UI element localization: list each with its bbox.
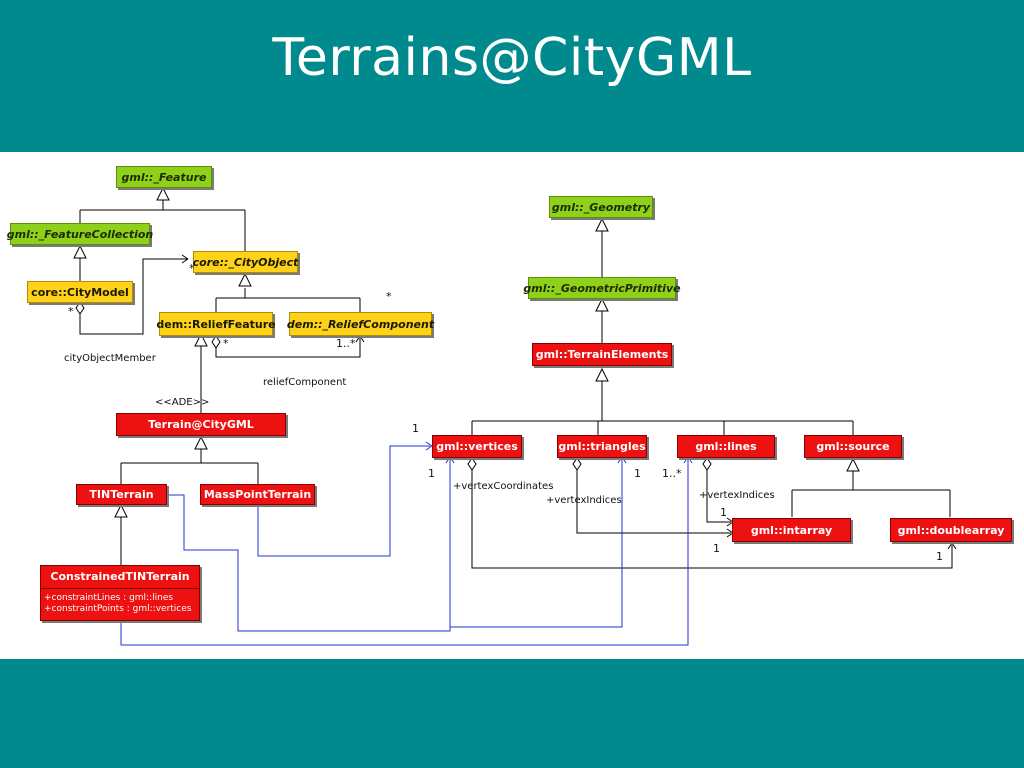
label-relief-component: reliefComponent: [263, 377, 347, 388]
attribute-constraint-lines: +constraintLines : gml::lines: [44, 593, 174, 603]
connector-layer: [73, 186, 957, 646]
label-vertex-indices-lines: +vertexIndices: [699, 490, 775, 501]
generalization-tin: [114, 503, 128, 566]
mult-relief-component-target: 1..*: [336, 337, 356, 350]
relief-component-association: [211, 335, 365, 358]
generalization-feature: [79, 186, 246, 251]
class-dem-relief-feature[interactable]: dem::ReliefFeature: [156, 312, 276, 336]
mult-intarray-top: 1: [720, 506, 727, 519]
mult-relief-feature-source: *: [223, 337, 229, 350]
class-core-city-object[interactable]: core::_CityObject: [193, 251, 298, 273]
class-dem-relief-component[interactable]: dem::_ReliefComponent: [287, 312, 434, 336]
generalization-cityobject: [215, 272, 361, 312]
attribute-constraint-points: +constraintPoints : gml::vertices: [44, 604, 192, 614]
mult-city-model-member-source: *: [68, 305, 74, 318]
footer-bar: [0, 659, 1024, 768]
triangle-indices-association: [572, 457, 734, 538]
mult-vertices-left-bottom: 1: [428, 467, 435, 480]
class-gml-geometric-primitive[interactable]: gml::_GeometricPrimitive: [523, 277, 681, 299]
class-gml-feature-collection[interactable]: gml::_FeatureCollection: [7, 223, 153, 245]
class-mass-point-terrain[interactable]: MassPointTerrain: [200, 484, 315, 505]
tin-triangles-link: [450, 459, 623, 628]
generalization-geometry: [471, 217, 854, 435]
mult-intarray-bottom: 1: [713, 542, 720, 555]
generalization-citymodel: [73, 244, 87, 281]
line-indices-association: [702, 457, 734, 527]
mult-doublearray-bottom: 1: [936, 550, 943, 563]
mult-triangles-right: 1: [634, 467, 641, 480]
vertex-coordinates-association: [467, 457, 957, 569]
tin-link: [167, 459, 451, 632]
generalization-source: [791, 457, 951, 517]
slide-title: Terrains@CityGML: [272, 28, 752, 88]
generalization-relief-feature: [194, 332, 208, 413]
class-gml-doublearray[interactable]: gml::doublearray: [890, 518, 1012, 542]
label-ade-stereotype: <<ADE>>: [155, 397, 210, 408]
label-vertex-indices-triangles: +vertexIndices: [546, 495, 622, 506]
mult-city-object-member-target: *: [189, 262, 195, 275]
mult-vertices-left-top: 1: [412, 422, 419, 435]
uml-diagram: gml::_Feature gml::_FeatureCollection gm…: [0, 152, 1024, 659]
blue-links: [120, 441, 693, 646]
class-core-city-model[interactable]: core::CityModel: [27, 281, 133, 303]
label-vertex-coordinates: +vertexCoordinates: [453, 481, 554, 492]
class-gml-feature[interactable]: gml::_Feature: [116, 166, 212, 188]
class-gml-vertices[interactable]: gml::vertices: [432, 435, 522, 458]
class-constrained-tin-terrain[interactable]: ConstrainedTINTerrain +constraintLines :…: [40, 565, 200, 621]
title-bar: [0, 0, 1024, 152]
class-gml-intarray[interactable]: gml::intarray: [732, 518, 851, 542]
class-gml-source[interactable]: gml::source: [804, 435, 902, 458]
masspoint-vertices-link: [257, 445, 430, 557]
city-object-member-association: [75, 254, 189, 335]
class-gml-triangles[interactable]: gml::triangles: [557, 435, 647, 458]
mult-lines-left: 1..*: [662, 467, 682, 480]
ctin-lines-link: [120, 459, 689, 646]
generalization-terrain: [120, 435, 259, 484]
class-gml-lines[interactable]: gml::lines: [677, 435, 775, 458]
constrained-tin-terrain-name: ConstrainedTINTerrain: [41, 566, 199, 589]
class-gml-terrain-elements[interactable]: gml::TerrainElements: [532, 343, 672, 366]
class-tin-terrain[interactable]: TINTerrain: [76, 484, 167, 505]
class-gml-geometry[interactable]: gml::_Geometry: [549, 196, 653, 218]
label-city-object-member: cityObjectMember: [64, 353, 156, 364]
class-terrain-citygml[interactable]: Terrain@CityGML: [116, 413, 286, 436]
mult-relief-component-target-top: *: [386, 290, 392, 303]
